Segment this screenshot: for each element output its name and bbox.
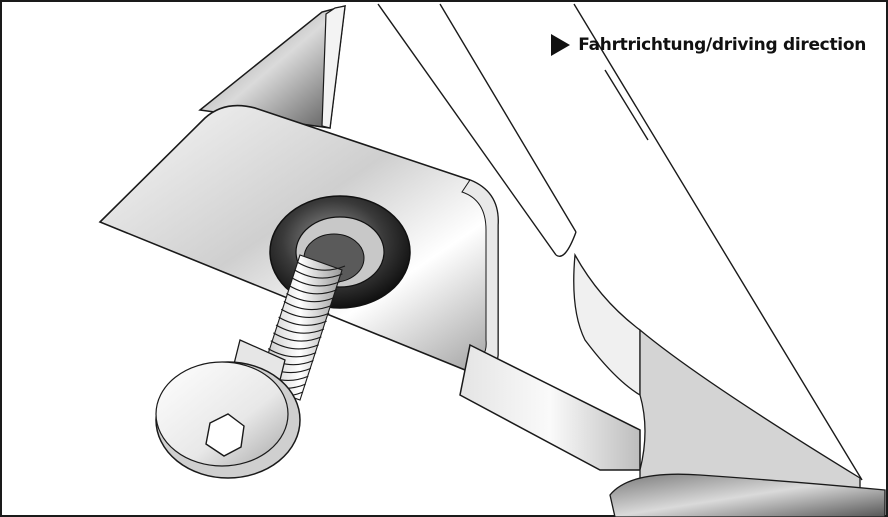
thread-ridge [267, 348, 317, 358]
thread-ridge [273, 332, 322, 342]
hex-socket-icon [205, 413, 245, 457]
direction-arrow-icon [551, 34, 571, 56]
thread-ridge [296, 261, 346, 271]
direction-text: Fahrtrichtung/driving direction [578, 35, 866, 55]
thread-ridge [291, 277, 340, 287]
thread-ridge [294, 269, 343, 279]
thread-ridge [286, 292, 335, 303]
thread-ridge [280, 308, 330, 318]
driving-direction-label: Fahrtrichtung/driving direction [551, 34, 866, 56]
thread-ridge [275, 324, 325, 334]
vehicle-frame [377, 3, 863, 481]
connecting-bar [459, 343, 641, 471]
thread-ridge [283, 300, 333, 311]
thread-ridge [288, 285, 338, 295]
side-housing [573, 252, 641, 397]
lower-rail [609, 473, 886, 517]
lower-housing [639, 328, 861, 517]
thread-ridge [278, 316, 327, 326]
thread-ridge [270, 340, 319, 350]
bolt-head [155, 361, 301, 479]
